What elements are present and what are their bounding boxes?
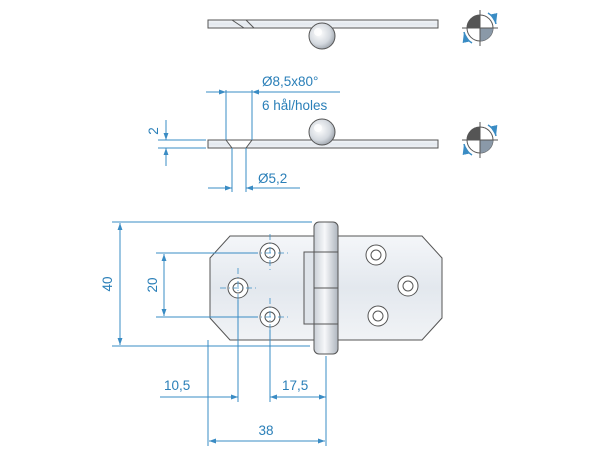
countersink-dimension: Ø8,5x80° 6 hål/holes (206, 74, 340, 140)
dim-right-label: 17,5 (282, 378, 308, 393)
hinge-front-view (209, 221, 443, 355)
hole (367, 305, 389, 327)
horizontal-dimensions: 10,5 17,5 38 (160, 300, 327, 446)
height-dimension: 40 (100, 221, 312, 347)
side-view-top (207, 19, 439, 50)
hole-diameter-dimension: Ø5,2 (208, 148, 300, 192)
hole-spacing-dimension: 20 (145, 252, 258, 318)
holes-count-label: 6 hål/holes (262, 98, 328, 113)
thickness-label: 2 (146, 127, 161, 135)
projection-symbol-icon (462, 10, 498, 46)
spacing-label: 20 (145, 277, 160, 292)
hole (365, 244, 387, 266)
hole-diameter-label: Ø5,2 (258, 171, 287, 186)
height-label: 40 (100, 276, 115, 291)
projection-symbol-icon (462, 122, 498, 158)
dim-left-label: 10,5 (164, 378, 190, 393)
width-label: 38 (258, 423, 273, 438)
countersink-label: Ø8,5x80° (262, 74, 318, 89)
hole (397, 275, 419, 297)
thickness-dimension: 2 (146, 120, 206, 166)
section-view (207, 118, 439, 149)
